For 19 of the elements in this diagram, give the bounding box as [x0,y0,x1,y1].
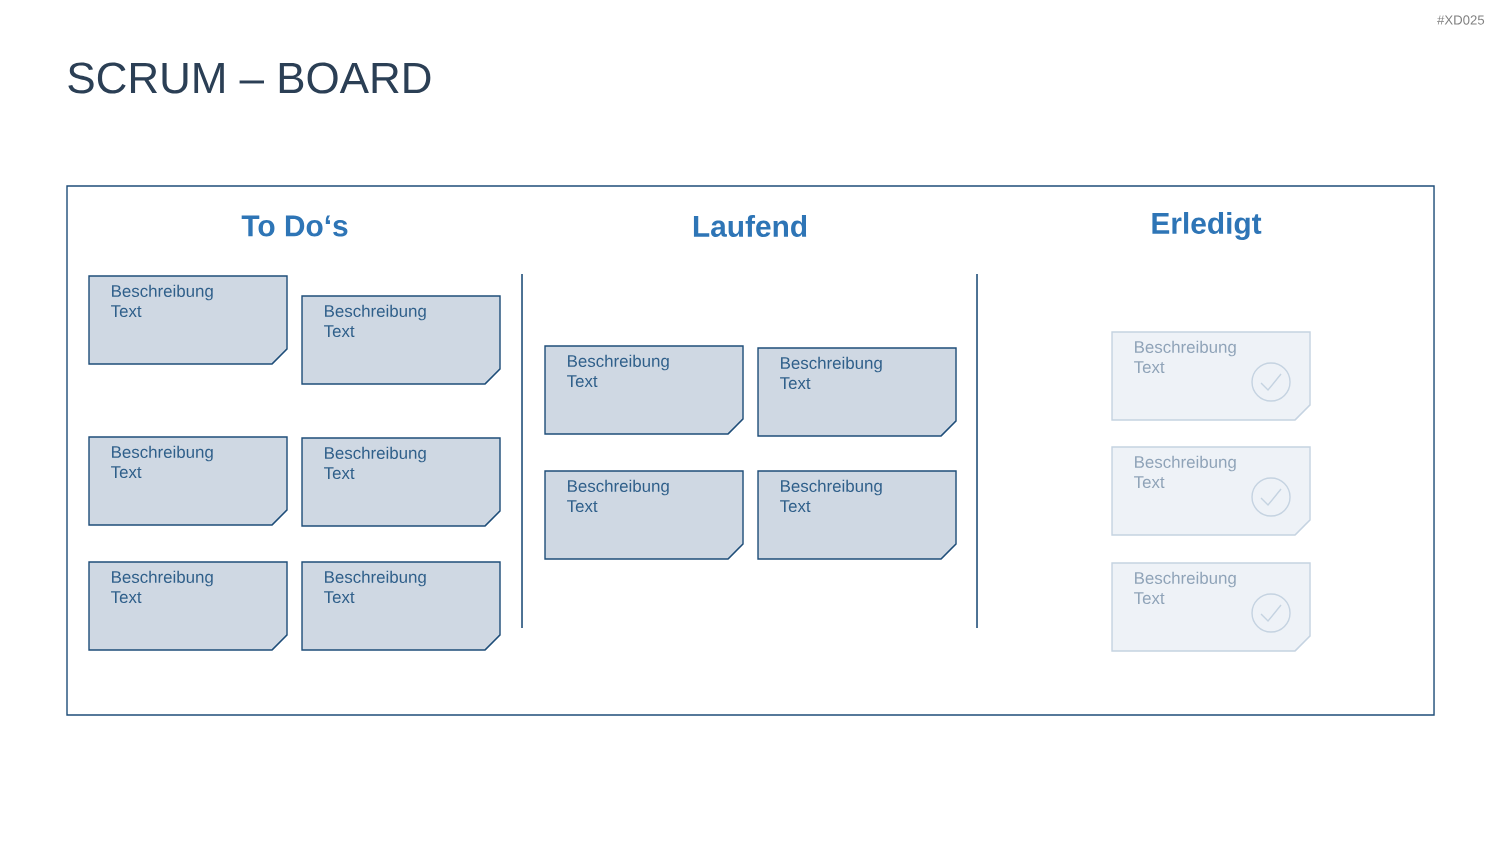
done-note: Beschreibung Text [1111,446,1311,536]
column-heading: Erledigt [1152,212,1262,240]
column-heading: Laufend [693,215,807,237]
sticky-note: Beschreibung Text [757,347,957,437]
sticky-note: Beschreibung Text [757,470,957,560]
sticky-note: Beschreibung Text [544,345,744,435]
sticky-note: Beschreibung Text [88,436,288,526]
sticky-note: Beschreibung Text [301,295,501,385]
slide-code: #XD025 [1437,15,1485,25]
sticky-note: Beschreibung Text [88,275,288,365]
done-note: Beschreibung Text [1111,562,1311,652]
column-heading: To Do‘s [241,215,348,237]
sticky-note: Beschreibung Text [301,561,501,651]
sticky-note: Beschreibung Text [88,561,288,651]
board-frame [66,185,1435,716]
done-note: Beschreibung Text [1111,331,1311,421]
sticky-note: Beschreibung Text [544,470,744,560]
title: SCRUM – BOARD [68,62,431,94]
sticky-note: Beschreibung Text [301,437,501,527]
